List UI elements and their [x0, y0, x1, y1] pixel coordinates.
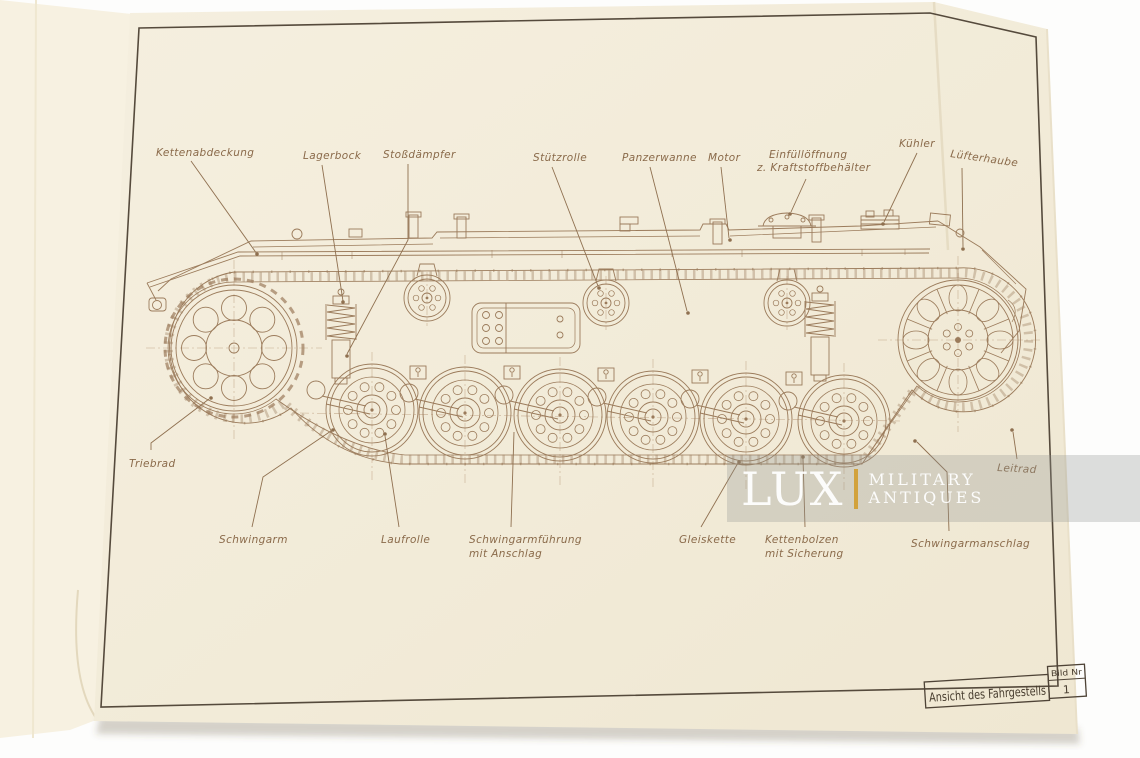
- chassis-drawing: [146, 209, 1042, 490]
- part-labels: Kettenabdeckung Lagerbock Stoßdämpfer St…: [129, 138, 1037, 560]
- label-panzerwanne: Panzerwanne: [622, 152, 697, 164]
- label-schwingarmfuehrung-line1: Schwingarmführung: [469, 534, 582, 546]
- title-block: Ansicht des Fahrgestells Bild Nr 1: [923, 663, 1088, 709]
- label-stuetzrolle: Stützrolle: [533, 152, 587, 164]
- label-kettenabdeckung: Kettenabdeckung: [156, 147, 254, 159]
- deck-fittings: [291, 209, 965, 245]
- label-gleiskette: Gleiskette: [679, 534, 736, 546]
- access-plate: [471, 302, 581, 354]
- watermark-divider: [853, 468, 858, 509]
- label-schwingarm: Schwingarm: [219, 534, 288, 546]
- label-schwingarmfuehrung-line2: mit Anschlag: [469, 548, 542, 560]
- title-block-number-label: Bild Nr: [1051, 667, 1083, 678]
- title-block-number: 1: [1063, 683, 1071, 696]
- label-motor: Motor: [708, 152, 741, 164]
- watermark-line2: ANTIQUES: [868, 487, 985, 507]
- watermark-text: MILITARY ANTIQUES: [869, 471, 985, 506]
- watermark-line1: MILITARY: [868, 469, 976, 489]
- plate-border: [100, 12, 1059, 708]
- label-stossdaempfer: Stoßdämpfer: [383, 149, 456, 161]
- main-page: [94, 2, 1077, 734]
- fuel-filler: [758, 212, 816, 239]
- book-pages: [0, 0, 1080, 744]
- label-einfuelloeffnung-line1: Einfüllöffnung: [769, 149, 847, 161]
- label-kettenbolzen-line1: Kettenbolzen: [765, 534, 839, 546]
- label-kuehler: Kühler: [899, 138, 935, 150]
- drive-sprocket-triebrad: [163, 277, 305, 419]
- watermark-band: LUX MILITARY ANTIQUES: [727, 455, 1140, 522]
- leader-lines: [150, 152, 1018, 532]
- label-einfuelloeffnung-line2: z. Kraftstoffbehälter: [756, 162, 871, 174]
- label-leitrad: Leitrad: [997, 462, 1037, 476]
- radiator-kuehler: [860, 209, 900, 230]
- label-schwingarmanschlag: Schwingarmanschlag: [911, 538, 1030, 550]
- label-kettenbolzen-line2: mit Sicherung: [765, 548, 844, 560]
- title-block-caption: Ansicht des Fahrgestells: [929, 683, 1047, 705]
- label-laufrolle: Laufrolle: [381, 534, 430, 546]
- label-lagerbock: Lagerbock: [303, 150, 362, 162]
- watermark-brand: LUX: [741, 461, 844, 516]
- idler-wheel-leitrad: [897, 279, 1019, 401]
- label-triebrad: Triebrad: [129, 458, 176, 470]
